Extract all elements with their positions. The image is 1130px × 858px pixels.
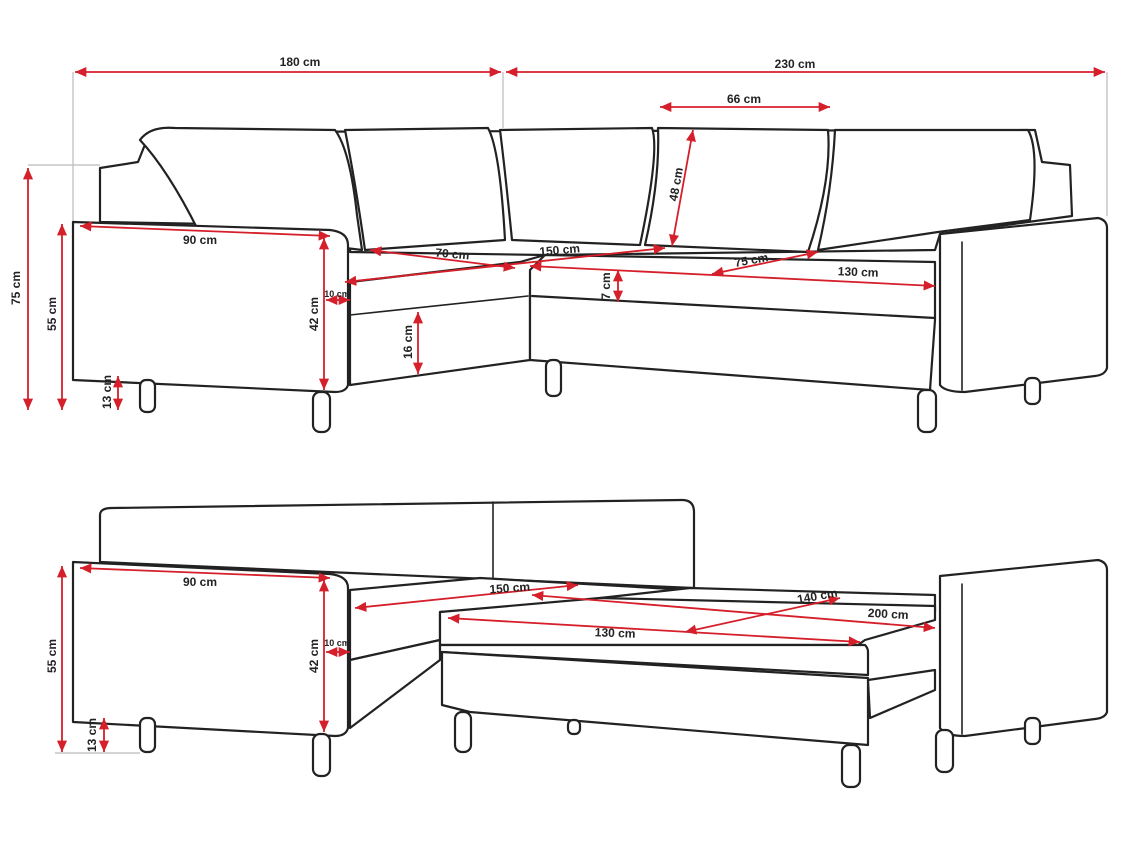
label-seat-depth-right: 75 cm xyxy=(733,250,769,270)
leg xyxy=(840,743,862,789)
label-armrest-length: 90 cm xyxy=(183,575,217,589)
leg xyxy=(311,732,332,778)
back-cushion-1 xyxy=(138,126,364,252)
back-cushion-3 xyxy=(498,126,656,247)
label-bed-length: 150 cm xyxy=(489,580,531,597)
leg xyxy=(453,710,473,754)
label-armrest-height: 55 cm xyxy=(45,639,59,673)
label-total-height: 75 cm xyxy=(9,271,23,305)
label-seat-depth-left: 70 cm xyxy=(435,246,470,263)
leg xyxy=(311,390,332,434)
label-backrest-height: 48 cm xyxy=(666,166,686,202)
label-bed-width: 140 cm xyxy=(796,586,839,607)
right-armrest xyxy=(938,558,1109,738)
leg xyxy=(566,718,582,736)
top-view-labels: 180 cm 230 cm 66 cm 48 cm 90 cm 70 cm 15… xyxy=(9,55,879,409)
leg xyxy=(544,358,563,398)
dim-line xyxy=(447,613,861,647)
label-armrest-width: 10 cm xyxy=(324,638,350,648)
back-cushion-2 xyxy=(343,126,507,252)
bed-front xyxy=(438,643,870,677)
bottom-view-labels: 90 cm 150 cm 140 cm 200 cm 130 cm 55 cm … xyxy=(45,575,909,752)
pullout-base xyxy=(440,650,870,747)
label-seat-height-gap: 16 cm xyxy=(401,325,415,359)
dim-line xyxy=(79,563,331,583)
leg xyxy=(1023,716,1042,746)
label-backrest-width: 66 cm xyxy=(727,92,761,106)
seat-left-edge xyxy=(349,295,529,316)
leg xyxy=(916,388,938,434)
bottom-view-sofa xyxy=(71,498,1109,789)
label-seat-length: 150 cm xyxy=(539,241,581,258)
leg xyxy=(934,728,955,774)
label-width-left: 180 cm xyxy=(280,55,321,69)
label-cushion-thickness: 7 cm xyxy=(599,272,613,299)
pullout-side xyxy=(866,668,937,720)
left-armrest xyxy=(71,560,350,738)
label-pullout-length: 130 cm xyxy=(595,625,636,640)
back-cushion-5 xyxy=(816,128,1036,252)
label-width-right: 230 cm xyxy=(775,57,816,71)
leg xyxy=(138,378,157,414)
dim-line xyxy=(531,590,936,633)
label-leg-height: 13 cm xyxy=(100,375,114,409)
label-chaise-length: 130 cm xyxy=(838,264,879,279)
label-leg-height: 13 cm xyxy=(85,718,99,752)
seat-right-edge xyxy=(530,294,937,320)
leg xyxy=(138,716,157,754)
label-armrest-height: 55 cm xyxy=(45,297,59,331)
dim-line xyxy=(529,261,936,291)
label-bed-total: 200 cm xyxy=(868,606,909,622)
right-armrest xyxy=(938,216,1109,394)
dim-line xyxy=(79,221,331,241)
top-view-dimensions xyxy=(22,66,1105,410)
seat-left xyxy=(348,253,547,387)
left-armrest xyxy=(71,220,350,394)
dim-line xyxy=(669,129,696,247)
label-armrest-depth: 42 cm xyxy=(307,297,321,331)
label-armrest-length: 90 cm xyxy=(183,233,217,247)
dim-line xyxy=(344,244,666,286)
bottom-view-dimensions xyxy=(55,563,936,754)
label-armrest-width: 10 cm xyxy=(324,289,350,299)
dim-line xyxy=(354,581,579,612)
label-armrest-depth: 42 cm xyxy=(307,639,321,673)
leg xyxy=(1023,376,1042,406)
seat-left-base xyxy=(348,638,442,730)
